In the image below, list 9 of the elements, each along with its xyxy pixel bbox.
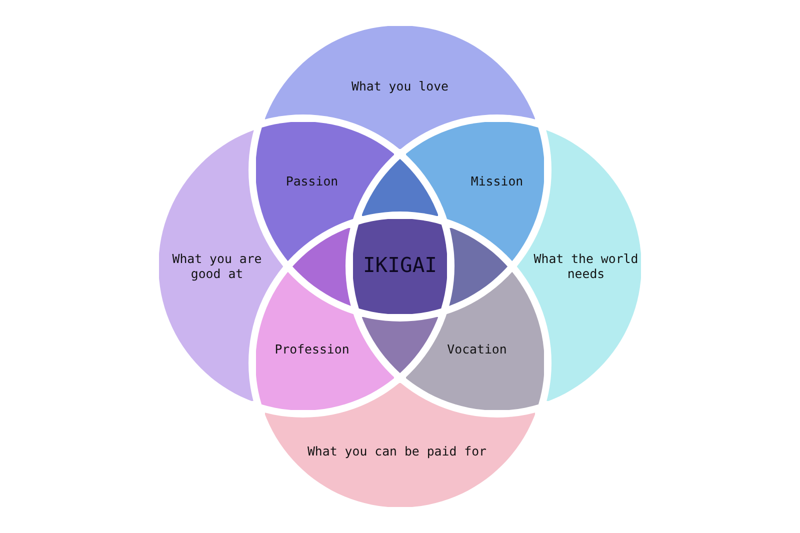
region-label: Mission [470,174,524,188]
region-label: What you can be paid for [307,444,487,458]
region-label: What you love [352,78,448,94]
region-label: Passion [286,174,338,188]
region-label: What the world needs [532,251,640,281]
region-label: What you are good at [171,251,263,281]
region-label: Vocation [447,342,507,356]
center-label: IKIGAI [362,253,438,277]
region-label: Profession [274,342,350,356]
